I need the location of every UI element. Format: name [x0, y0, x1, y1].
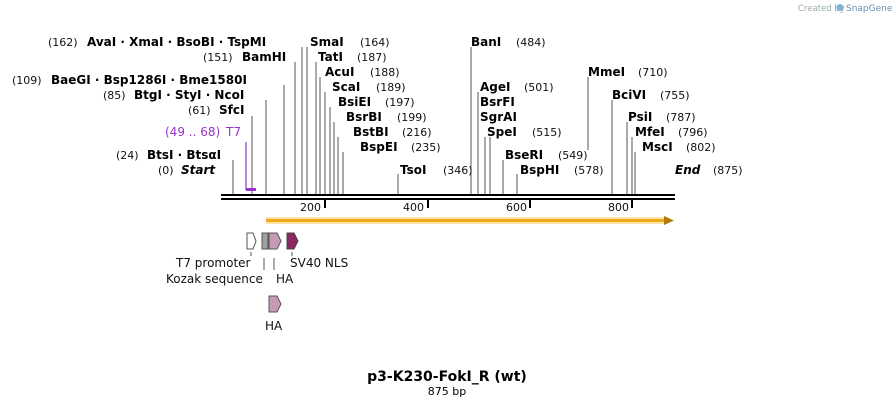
enzyme-position: (501)	[524, 81, 554, 94]
ha-feature-second[interactable]	[268, 295, 282, 313]
end-position: (875)	[713, 164, 743, 177]
enzyme-position: (755)	[660, 89, 690, 102]
enzyme-label[interactable]: BsrBI	[346, 110, 382, 124]
enzyme-label[interactable]: BspHI	[520, 163, 559, 177]
credit-brand: SnapGene	[846, 4, 893, 14]
enzyme-label[interactable]: SgrAI	[480, 110, 517, 124]
start-label: Start	[181, 163, 216, 177]
credit-prefix: Created by	[798, 4, 845, 14]
enzyme-label[interactable]: SpeI	[487, 125, 517, 139]
enzyme-position: (787)	[666, 111, 696, 124]
kozak-label: Kozak sequence	[166, 272, 263, 286]
primer-range: (49 .. 68)	[165, 125, 220, 139]
enzyme-list-left: (162) AvaI · XmaI · BsoBI · TspMI (151) …	[12, 35, 286, 177]
enzyme-position: (151)	[203, 51, 233, 64]
kozak-feature[interactable]	[261, 232, 269, 250]
enzyme-label[interactable]: BamHI	[242, 50, 286, 64]
ruler-tick-label: 400	[403, 201, 424, 214]
sequence-length: 875 bp	[428, 385, 466, 398]
enzyme-label[interactable]: SmaI	[310, 35, 344, 49]
primer-bar	[246, 188, 256, 191]
primer-name: T7	[225, 125, 241, 139]
ha-label-second: HA	[265, 319, 283, 333]
enzyme-label[interactable]: AcuI	[325, 65, 354, 79]
cut-site-lines	[232, 47, 636, 195]
enzyme-list-middle: SmaI (164) TatI (187) AcuI (188) ScaI (1…	[310, 35, 473, 177]
enzyme-label[interactable]: MscI	[642, 140, 673, 154]
ha-label: HA	[276, 272, 294, 286]
ruler-tick-label: 200	[300, 201, 321, 214]
enzyme-position: (164)	[360, 36, 390, 49]
end-label: End	[675, 163, 701, 177]
enzyme-group-label[interactable]: BaeGI · Bsp1286I · Bme1580I	[51, 73, 247, 87]
enzyme-label[interactable]: TatI	[318, 50, 343, 64]
enzyme-label[interactable]: BanI	[471, 35, 501, 49]
enzyme-label[interactable]: AgeI	[480, 80, 510, 94]
sv40-nls-feature[interactable]	[286, 232, 299, 250]
enzyme-position: (197)	[385, 96, 415, 109]
enzyme-label[interactable]: MmeI	[588, 65, 625, 79]
enzyme-label[interactable]: BsrFI	[480, 95, 515, 109]
enzyme-label[interactable]: SfcI	[219, 103, 244, 117]
enzyme-label[interactable]: ScaI	[332, 80, 360, 94]
enzyme-position: (189)	[376, 81, 406, 94]
enzyme-position: (187)	[357, 51, 387, 64]
sequence-ruler: 200 400 600 800	[221, 194, 675, 214]
enzyme-position: (199)	[397, 111, 427, 124]
enzyme-position: (235)	[411, 141, 441, 154]
ruler-tick-label: 800	[608, 201, 629, 214]
enzyme-list-right: BanI (484) AgeI (501) BsrFI SgrAI SpeI (…	[471, 35, 743, 177]
enzyme-group-label[interactable]: BtgI · StyI · NcoI	[134, 88, 244, 102]
orf-arrow[interactable]	[266, 216, 674, 225]
enzyme-label[interactable]: BstBI	[353, 125, 389, 139]
enzyme-label[interactable]: MfeI	[635, 125, 665, 139]
enzyme-position: (216)	[402, 126, 432, 139]
enzyme-position: (802)	[686, 141, 716, 154]
enzyme-position: (61)	[188, 104, 211, 117]
enzyme-position: (578)	[574, 164, 604, 177]
map-title: p3-K230-FokI_R (wt)	[367, 369, 527, 385]
ha-feature[interactable]	[268, 232, 282, 250]
enzyme-label[interactable]: TsoI	[400, 163, 426, 177]
enzyme-position: (85)	[103, 89, 126, 102]
primer-t7[interactable]: (49 .. 68) T7	[165, 125, 256, 191]
feature-track: T7 promoter SV40 NLS Kozak sequence HA H…	[166, 232, 348, 333]
ruler-tick-label: 600	[506, 201, 527, 214]
enzyme-position: (549)	[558, 149, 588, 162]
enzyme-label[interactable]: BsiEI	[338, 95, 371, 109]
sv40-nls-label: SV40 NLS	[290, 256, 348, 270]
enzyme-label[interactable]: BseRI	[505, 148, 543, 162]
enzyme-position: (24)	[116, 149, 139, 162]
enzyme-position: (796)	[678, 126, 708, 139]
enzyme-label[interactable]: BciVI	[612, 88, 646, 102]
enzyme-group-label[interactable]: BtsI · BtsαI	[147, 148, 221, 162]
enzyme-position: (162)	[48, 36, 78, 49]
enzyme-position: (710)	[638, 66, 668, 79]
enzyme-label[interactable]: BspEI	[360, 140, 398, 154]
enzyme-position: (515)	[532, 126, 562, 139]
t7-promoter-feature[interactable]	[246, 232, 257, 250]
enzyme-group-label[interactable]: AvaI · XmaI · BsoBI · TspMI	[87, 35, 266, 49]
enzyme-position: (484)	[516, 36, 546, 49]
enzyme-position: (109)	[12, 74, 42, 87]
enzyme-position: (346)	[443, 164, 473, 177]
enzyme-position: (188)	[370, 66, 400, 79]
t7-promoter-label: T7 promoter	[175, 256, 251, 270]
start-position: (0)	[158, 164, 174, 177]
snapgene-logo-icon	[836, 4, 844, 11]
enzyme-label[interactable]: PsiI	[628, 110, 652, 124]
